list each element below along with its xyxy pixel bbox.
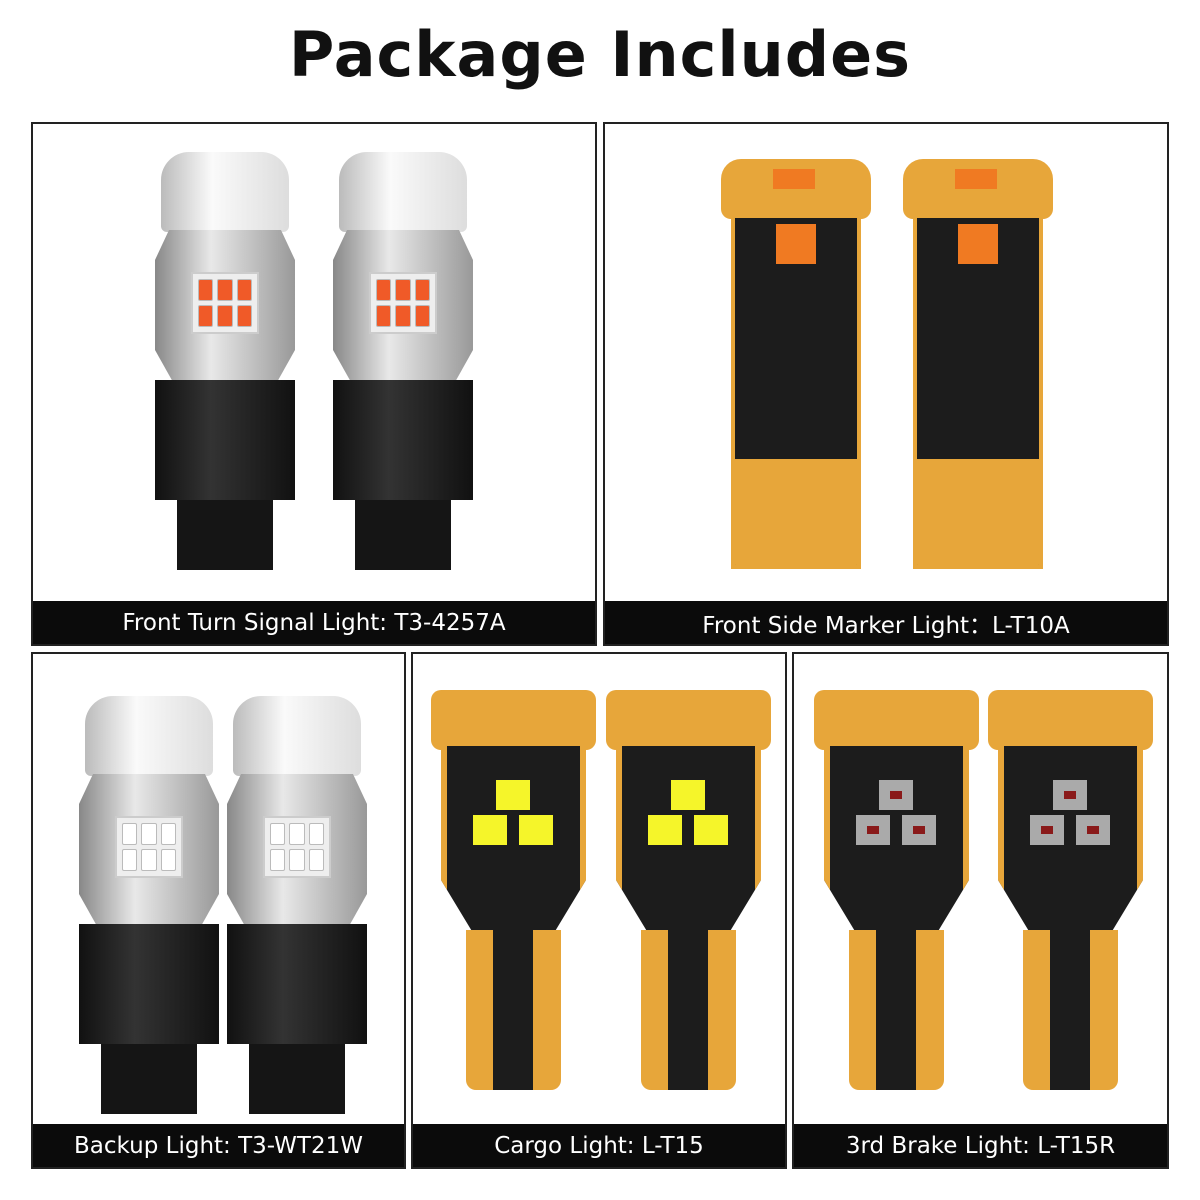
led-chip <box>217 279 233 301</box>
page-title: Package Includes <box>288 18 912 91</box>
led-chip <box>270 849 286 871</box>
led-chip <box>308 823 324 845</box>
led-chip <box>198 279 214 301</box>
led-chip <box>141 823 157 845</box>
led-chip <box>198 305 214 327</box>
bulb-image <box>814 690 979 1090</box>
led-chip <box>496 780 530 810</box>
led-chip <box>671 780 705 810</box>
bulb-image <box>988 690 1153 1090</box>
led-chip <box>160 849 176 871</box>
led-chip <box>1030 815 1064 845</box>
led-chip <box>902 815 936 845</box>
bulb-image <box>721 159 871 569</box>
led-chip <box>160 823 176 845</box>
led-chip <box>289 823 305 845</box>
product-caption: Front Turn Signal Light: T3-4257A <box>33 601 595 644</box>
led-chip <box>270 823 286 845</box>
led-chip <box>376 305 392 327</box>
bulb-image <box>431 690 596 1090</box>
panel-front-side-marker: Front Side Marker Light：L-T10A <box>603 122 1169 646</box>
led-chip <box>519 815 553 845</box>
bulb-image <box>903 159 1053 569</box>
led-chip <box>414 279 430 301</box>
panel-3rd-brake-light: 3rd Brake Light: L-T15R <box>792 652 1169 1169</box>
led-chip <box>1076 815 1110 845</box>
led-chip <box>289 849 305 871</box>
led-chip <box>308 849 324 871</box>
panel-backup-light: Backup Light: T3-WT21W <box>31 652 406 1169</box>
led-chip <box>376 279 392 301</box>
panel-cargo-light: Cargo Light: L-T15 <box>411 652 787 1169</box>
led-chip <box>473 815 507 845</box>
led-chip <box>395 279 411 301</box>
product-caption: Cargo Light: L-T15 <box>413 1124 785 1167</box>
led-chip <box>217 305 233 327</box>
product-caption: Backup Light: T3-WT21W <box>33 1124 404 1167</box>
product-caption: Front Side Marker Light：L-T10A <box>605 601 1167 644</box>
led-chip <box>141 849 157 871</box>
led-chip <box>122 849 138 871</box>
led-chip <box>879 780 913 810</box>
led-chip <box>414 305 430 327</box>
led-chip <box>694 815 728 845</box>
led-chip <box>648 815 682 845</box>
product-caption: 3rd Brake Light: L-T15R <box>794 1124 1167 1167</box>
led-chip <box>236 279 252 301</box>
panel-front-turn-signal: Front Turn Signal Light: T3-4257A <box>31 122 597 646</box>
led-chip <box>856 815 890 845</box>
bulb-image <box>606 690 771 1090</box>
led-chip <box>236 305 252 327</box>
led-chip <box>1053 780 1087 810</box>
led-chip <box>395 305 411 327</box>
led-chip <box>122 823 138 845</box>
